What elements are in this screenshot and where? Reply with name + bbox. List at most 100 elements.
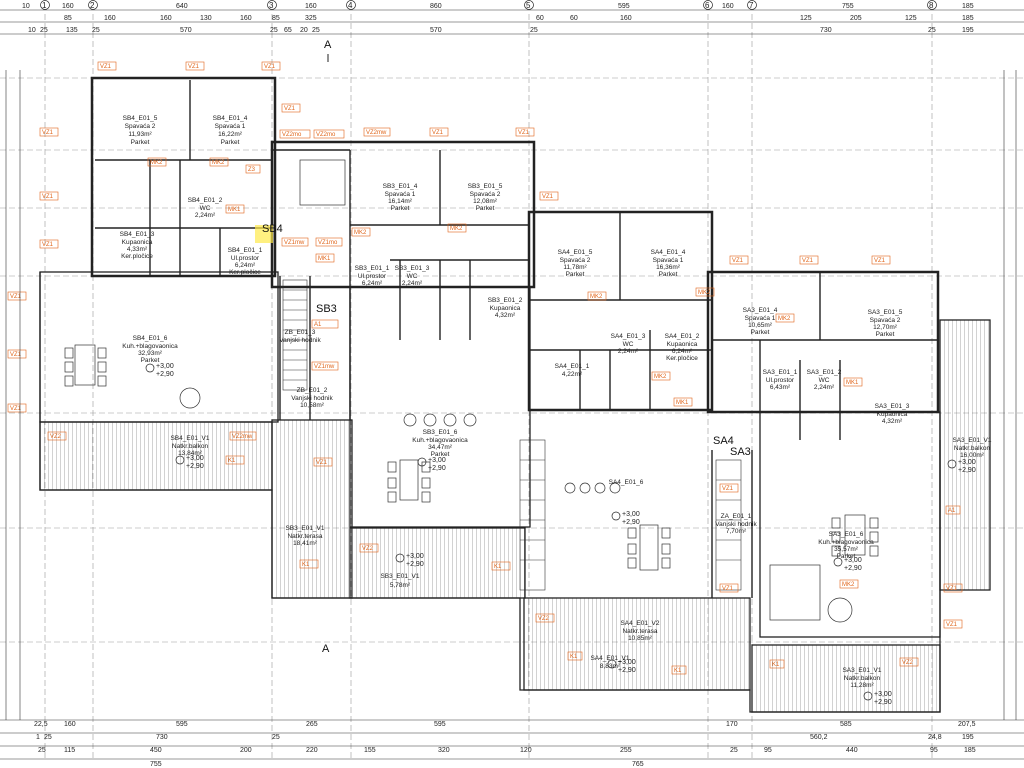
- svg-text:85: 85: [64, 15, 72, 22]
- svg-text:VZ1: VZ1: [188, 64, 200, 70]
- top-dimensions: [0, 9, 1024, 35]
- svg-text:Vanjski hodnik: Vanjski hodnik: [291, 395, 333, 402]
- svg-text:SA3_E01_5: SA3_E01_5: [868, 309, 903, 316]
- level-markers: +3,00+2,90 +3,00+2,90 +3,00+2,90 +3,00+2…: [145, 363, 976, 706]
- svg-text:2,24m²: 2,24m²: [814, 384, 835, 391]
- svg-text:Spavaća 1: Spavaća 1: [385, 191, 416, 198]
- svg-text:Z3: Z3: [248, 167, 256, 173]
- svg-text:MK2: MK2: [842, 582, 855, 588]
- svg-text:WC: WC: [200, 205, 211, 212]
- svg-text:Parket: Parket: [131, 139, 150, 146]
- top-dim-text-row3: 10 25 135 25 570 25 65 20 25 570 25 730 …: [28, 27, 974, 34]
- svg-text:160: 160: [305, 3, 317, 10]
- svg-text:+2,90: +2,90: [844, 565, 862, 572]
- svg-text:10,65m²: 10,65m²: [748, 322, 773, 329]
- svg-text:A1: A1: [314, 322, 322, 328]
- svg-text:16,14m²: 16,14m²: [388, 198, 413, 205]
- svg-text:6,43m²: 6,43m²: [770, 384, 791, 391]
- svg-text:MK2: MK2: [654, 374, 667, 380]
- svg-text:65: 65: [284, 27, 292, 34]
- level-marker: +3,00+2,90: [145, 363, 174, 378]
- level-marker: +3,00+2,90: [607, 659, 636, 674]
- tag: VZ1: [7, 403, 27, 413]
- svg-text:SA3_E01_V1: SA3_E01_V1: [952, 437, 991, 444]
- svg-text:Ul.prostor: Ul.prostor: [231, 255, 260, 262]
- axis-number-markers: 1 2 3 4 5 6 7 8: [40, 0, 937, 10]
- svg-text:120: 120: [520, 747, 532, 754]
- svg-text:VZ2: VZ2: [50, 434, 62, 440]
- svg-text:13,84m²: 13,84m²: [178, 450, 203, 457]
- level-marker: +3,00+2,90: [947, 459, 976, 474]
- top-dim-text-row2: 85 160 160 130 160 85 60 160 125 205 125…: [64, 15, 974, 22]
- svg-text:VZ1: VZ1: [100, 64, 112, 70]
- svg-text:Parket: Parket: [566, 271, 585, 278]
- svg-text:16,36m²: 16,36m²: [656, 264, 681, 271]
- unit-label: SB3: [316, 303, 337, 315]
- tag: K1: [769, 659, 785, 669]
- svg-text:SA4_E01_6: SA4_E01_6: [609, 479, 644, 486]
- svg-text:SA4_E01_5: SA4_E01_5: [558, 249, 593, 256]
- svg-text:255: 255: [620, 747, 632, 754]
- tag: MK1: [843, 377, 863, 387]
- tag: VZ2mw: [229, 431, 257, 441]
- room-label: SA4_E01_14,22m²: [555, 363, 590, 378]
- tag: VZ1: [539, 191, 559, 201]
- svg-text:160: 160: [62, 3, 74, 10]
- unit-labels: SB4 SB3 SA4 SA3: [262, 223, 751, 458]
- section-marker-bottom: A: [322, 643, 330, 655]
- svg-text:2,24m²: 2,24m²: [402, 280, 423, 287]
- tag: MK2: [775, 313, 795, 323]
- tag: Z3: [245, 164, 261, 174]
- tag: VZ1: [943, 619, 963, 629]
- axis-number: 7: [749, 1, 754, 10]
- left-dimensions: [5, 70, 21, 720]
- svg-text:Spavaća 1: Spavaća 1: [745, 315, 776, 322]
- tag: MK1: [225, 204, 245, 214]
- svg-text:Natkr.balkon: Natkr.balkon: [172, 443, 209, 450]
- svg-text:450: 450: [150, 747, 162, 754]
- level-marker: +3,00+2,90: [611, 511, 640, 526]
- svg-text:SB4_E01_1: SB4_E01_1: [228, 247, 263, 254]
- svg-text:4,22m²: 4,22m²: [562, 371, 583, 378]
- svg-text:VZ1: VZ1: [542, 194, 554, 200]
- tag: MK1: [315, 253, 335, 263]
- svg-text:18,41m²: 18,41m²: [293, 540, 318, 547]
- stairs: [282, 279, 742, 591]
- svg-text:A: A: [324, 39, 332, 51]
- tag: MK2: [351, 227, 371, 237]
- level-marker: +3,00+2,90: [863, 691, 892, 706]
- svg-text:VZ1: VZ1: [10, 294, 22, 300]
- svg-text:SA4_E01_V2: SA4_E01_V2: [620, 620, 659, 627]
- svg-text:185: 185: [962, 3, 974, 10]
- svg-text:4,33m²: 4,33m²: [127, 246, 148, 253]
- svg-text:+2,90: +2,90: [406, 561, 424, 568]
- svg-text:160: 160: [240, 15, 252, 22]
- svg-text:VZ1mo: VZ1mo: [318, 240, 338, 246]
- svg-text:VZ1: VZ1: [722, 586, 734, 592]
- svg-text:595: 595: [618, 3, 630, 10]
- tag: A1: [311, 319, 339, 329]
- svg-text:12,70m²: 12,70m²: [873, 324, 898, 331]
- axis-number: 3: [269, 1, 274, 10]
- tag: VZ2mo: [279, 129, 311, 139]
- svg-text:+3,00: +3,00: [958, 459, 976, 466]
- svg-text:MK1: MK1: [228, 207, 241, 213]
- svg-text:207,5: 207,5: [958, 721, 976, 728]
- svg-text:6,24m²: 6,24m²: [362, 280, 383, 287]
- svg-text:Spavaća 1: Spavaća 1: [215, 123, 246, 130]
- svg-text:MK2: MK2: [212, 160, 225, 166]
- svg-text:4,32m²: 4,32m²: [882, 418, 903, 425]
- svg-text:VZ2mw: VZ2mw: [366, 130, 387, 136]
- svg-text:34,47m²: 34,47m²: [428, 444, 453, 451]
- tag: VZ1: [943, 583, 963, 593]
- svg-text:+3,00: +3,00: [874, 691, 892, 698]
